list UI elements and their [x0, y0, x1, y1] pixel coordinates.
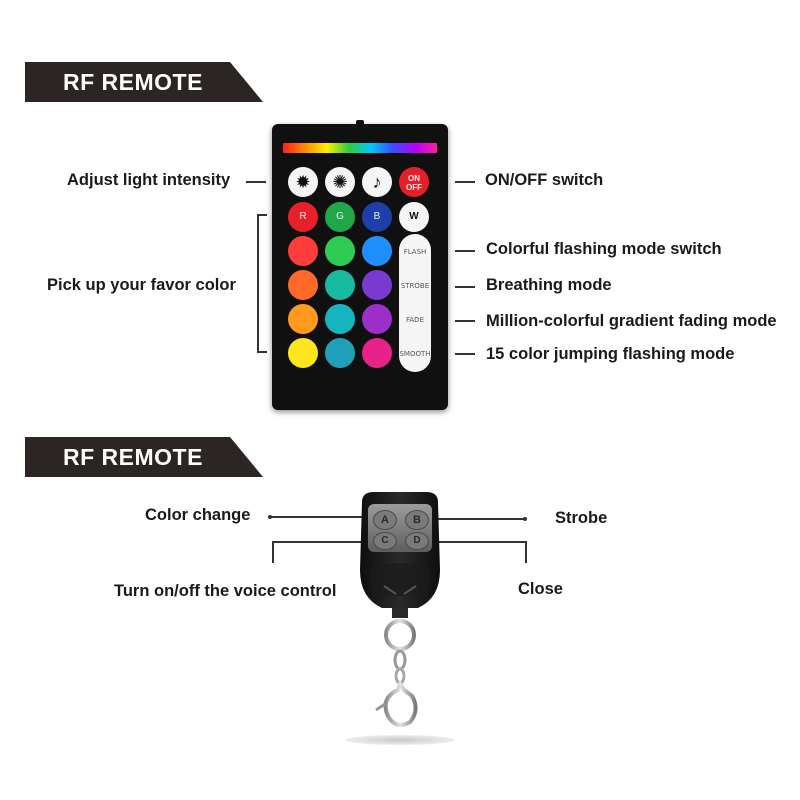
- brightness-up-button[interactable]: ✹: [288, 167, 318, 197]
- color-button[interactable]: [362, 270, 392, 300]
- fob-shadow: [345, 735, 455, 745]
- onoff-text: ON OFF: [399, 174, 429, 192]
- onoff-button[interactable]: ON OFF: [399, 167, 429, 197]
- color-button[interactable]: [288, 304, 318, 334]
- color-button[interactable]: [325, 338, 355, 368]
- red-label: R: [299, 211, 307, 222]
- line-jumping: [455, 353, 475, 355]
- green-label: G: [336, 211, 344, 222]
- fob-button-b[interactable]: B: [405, 510, 429, 530]
- fade-button[interactable]: FADE: [406, 316, 424, 324]
- smooth-button[interactable]: SMOOTH: [399, 350, 431, 358]
- line-voice: [272, 541, 382, 543]
- label-fading-mode: Million-colorful gradient fading mode: [486, 312, 777, 330]
- label-favor-color: Pick up your favor color: [47, 276, 236, 294]
- label-strobe: Strobe: [555, 509, 608, 527]
- fob-button-a[interactable]: A: [373, 510, 397, 530]
- line-strobe: [420, 518, 524, 520]
- music-button[interactable]: ♪: [362, 167, 392, 197]
- label-onoff-switch: ON/OFF switch: [485, 171, 604, 189]
- color-button[interactable]: [325, 270, 355, 300]
- dot-strobe: [523, 517, 527, 521]
- vline-close: [525, 541, 527, 563]
- fob-loop: [392, 608, 408, 618]
- fob-button-d[interactable]: D: [405, 532, 429, 550]
- strobe-button[interactable]: STROBE: [400, 282, 430, 290]
- line-fading: [455, 320, 475, 322]
- music-note-icon: ♪: [372, 172, 382, 192]
- brightness-up-icon: ✹: [295, 172, 311, 192]
- white-label: W: [409, 211, 419, 222]
- clasp-lever: [375, 702, 386, 712]
- color-button[interactable]: [325, 236, 355, 266]
- fob-chevrons: [383, 585, 417, 595]
- bracket-color: [257, 214, 259, 352]
- fob-button-c[interactable]: C: [373, 532, 397, 550]
- line-flash: [455, 250, 475, 252]
- line-intensity: [246, 181, 266, 183]
- bracket-top: [257, 214, 267, 216]
- blue-button[interactable]: B: [362, 202, 392, 232]
- vline-voice: [272, 541, 274, 563]
- label-flash-mode: Colorful flashing mode switch: [486, 240, 722, 258]
- line-onoff: [455, 181, 475, 183]
- banner-shape: [25, 62, 263, 102]
- color-button[interactable]: [288, 270, 318, 300]
- section2-banner-title: RF REMOTE: [63, 444, 203, 470]
- remote-tab: [356, 120, 364, 125]
- fob-label-d: D: [413, 535, 421, 546]
- color-button[interactable]: [325, 304, 355, 334]
- color-button[interactable]: [362, 338, 392, 368]
- blue-label: B: [373, 211, 381, 222]
- section1-banner-title: RF REMOTE: [63, 69, 203, 95]
- line-breathing: [455, 286, 475, 288]
- fob-label-b: B: [413, 514, 421, 526]
- flash-button[interactable]: FLASH: [403, 248, 427, 256]
- rf-key-fob: [360, 492, 440, 727]
- green-button[interactable]: G: [325, 202, 355, 232]
- brightness-down-icon: ✺: [332, 172, 348, 192]
- label-adjust-intensity: Adjust light intensity: [67, 171, 231, 189]
- color-button[interactable]: [362, 304, 392, 334]
- banner-shape: [25, 437, 263, 477]
- label-close: Close: [518, 580, 563, 598]
- label-jumping-mode: 15 color jumping flashing mode: [486, 345, 735, 363]
- key-ring: [384, 619, 416, 651]
- fob-label-a: A: [381, 514, 389, 526]
- mode-pill: FLASH STROBE FADE SMOOTH: [399, 234, 431, 372]
- section2-banner: RF REMOTE: [25, 437, 265, 477]
- chain-link: [393, 649, 407, 671]
- red-button[interactable]: R: [288, 202, 318, 232]
- ir-remote: ✹ ✺ ♪ ON OFF R G B W FLASH STROBE FADE: [272, 120, 448, 410]
- color-button[interactable]: [288, 338, 318, 368]
- rainbow-strip: [283, 143, 437, 153]
- onoff-line2: OFF: [406, 183, 422, 192]
- white-button[interactable]: W: [399, 202, 429, 232]
- line-color-change: [270, 516, 380, 518]
- fob-label-c: C: [381, 535, 389, 546]
- brightness-down-button[interactable]: ✺: [325, 167, 355, 197]
- label-color-change: Color change: [145, 506, 251, 524]
- color-button[interactable]: [362, 236, 392, 266]
- label-breathing-mode: Breathing mode: [486, 276, 612, 294]
- color-button[interactable]: [288, 236, 318, 266]
- label-voice-control: Turn on/off the voice control: [114, 582, 337, 600]
- onoff-line1: ON: [408, 174, 420, 183]
- lobster-clasp: [383, 679, 418, 727]
- section1-banner: RF REMOTE: [25, 62, 265, 102]
- bracket-bottom: [257, 351, 267, 353]
- line-close: [420, 541, 526, 543]
- fob-sheen: [370, 563, 430, 596]
